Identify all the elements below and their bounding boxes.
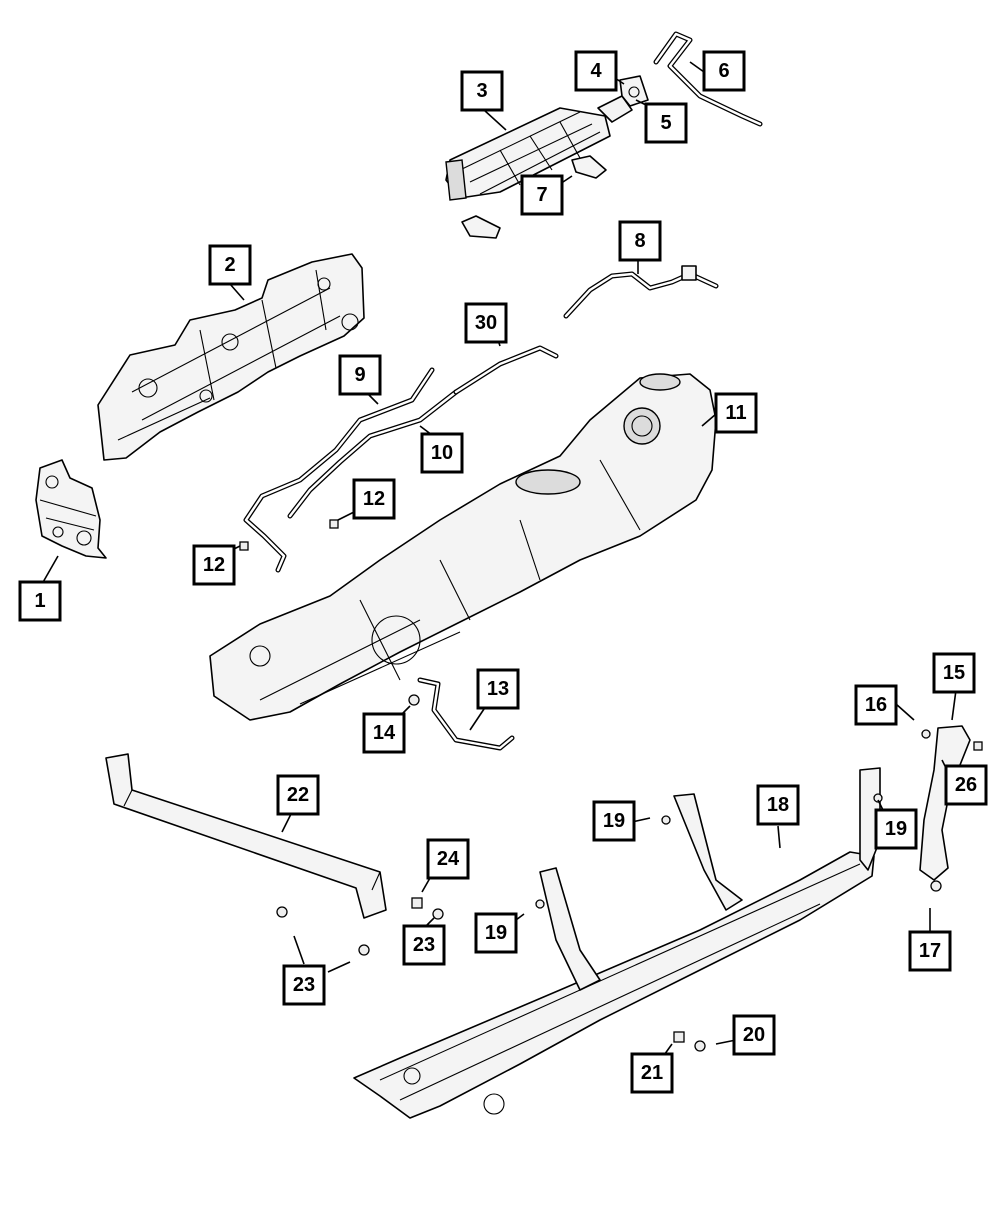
callout-20: 20 bbox=[732, 1014, 776, 1056]
vent-hose bbox=[653, 31, 763, 127]
callout-11: 11 bbox=[714, 392, 758, 434]
callout-label: 1 bbox=[34, 590, 45, 612]
fasteners-23-24 bbox=[276, 897, 444, 956]
callout-9: 9 bbox=[338, 354, 382, 396]
callout-label: 19 bbox=[485, 922, 507, 944]
callout-22: 22 bbox=[276, 774, 320, 816]
callout-label: 7 bbox=[536, 184, 547, 206]
callout-label: 17 bbox=[919, 940, 941, 962]
callout-label: 18 bbox=[767, 794, 789, 816]
fasteners-20-21 bbox=[673, 1031, 706, 1052]
callout-label: 14 bbox=[373, 722, 396, 744]
wiring-harness bbox=[563, 265, 719, 319]
callout-18: 18 bbox=[756, 784, 800, 826]
callout-label: 9 bbox=[354, 364, 365, 386]
callout-label: 10 bbox=[431, 442, 453, 464]
callout-2: 2 bbox=[208, 244, 252, 286]
callout-label: 6 bbox=[718, 60, 729, 82]
tank-strap bbox=[417, 677, 515, 751]
heat-shield-large bbox=[97, 253, 365, 461]
callout-8: 8 bbox=[618, 220, 662, 262]
callout-6: 6 bbox=[702, 50, 746, 92]
callout-label: 30 bbox=[475, 312, 497, 334]
callout-5: 5 bbox=[644, 102, 688, 144]
callout-label: 13 bbox=[487, 678, 509, 700]
canister-brackets bbox=[461, 155, 607, 239]
fuel-lines bbox=[243, 345, 559, 573]
callout-17: 17 bbox=[908, 930, 952, 972]
callout-label: 19 bbox=[603, 810, 625, 832]
rear-bracket bbox=[919, 725, 983, 892]
callout-16: 16 bbox=[854, 684, 898, 726]
bracket-nuts bbox=[535, 793, 883, 909]
callout-14: 14 bbox=[362, 712, 406, 754]
callout-label: 5 bbox=[660, 112, 671, 134]
skid-brackets bbox=[539, 767, 881, 991]
callout-label: 15 bbox=[943, 662, 965, 684]
callout-19a: 19 bbox=[592, 800, 636, 842]
callout-19c: 19 bbox=[474, 912, 518, 954]
fuel-tank bbox=[209, 373, 717, 721]
crossmember bbox=[105, 753, 387, 919]
callout-21: 21 bbox=[630, 1052, 674, 1094]
strap-nut bbox=[408, 694, 420, 706]
callout-15: 15 bbox=[932, 652, 976, 694]
callout-24: 24 bbox=[426, 838, 470, 880]
heat-shield-small bbox=[35, 459, 107, 559]
callout-30: 30 bbox=[464, 302, 508, 344]
callout-label: 24 bbox=[437, 848, 460, 870]
callout-label: 12 bbox=[363, 488, 385, 510]
callout-label: 3 bbox=[476, 80, 487, 102]
callout-12b: 12 bbox=[192, 544, 236, 586]
canister-connector bbox=[597, 75, 649, 123]
callout-label: 26 bbox=[955, 774, 977, 796]
callout-label: 8 bbox=[634, 230, 645, 252]
callout-label: 19 bbox=[885, 818, 907, 840]
callout-label: 22 bbox=[287, 784, 309, 806]
callout-label: 4 bbox=[590, 60, 602, 82]
callout-label: 2 bbox=[224, 254, 235, 276]
callout-3: 3 bbox=[460, 70, 504, 112]
callout-19b: 19 bbox=[874, 808, 918, 850]
callout-label: 23 bbox=[293, 974, 315, 996]
evap-canister bbox=[445, 107, 611, 201]
callout-26: 26 bbox=[944, 764, 988, 806]
callout-7: 7 bbox=[520, 174, 564, 216]
callout-label: 12 bbox=[203, 554, 225, 576]
callout-label: 23 bbox=[413, 934, 435, 956]
skid-plate bbox=[353, 851, 875, 1119]
callout-label: 16 bbox=[865, 694, 887, 716]
callout-23b: 23 bbox=[282, 964, 326, 1006]
callout-label: 20 bbox=[743, 1024, 765, 1046]
callout-13: 13 bbox=[476, 668, 520, 710]
callout-1: 1 bbox=[18, 580, 62, 622]
callout-label: 21 bbox=[641, 1062, 663, 1084]
callout-label: 11 bbox=[725, 402, 746, 424]
callout-10: 10 bbox=[420, 432, 464, 474]
callout-23a: 23 bbox=[402, 924, 446, 966]
callout-12a: 12 bbox=[352, 478, 396, 520]
callout-4: 4 bbox=[574, 50, 618, 92]
